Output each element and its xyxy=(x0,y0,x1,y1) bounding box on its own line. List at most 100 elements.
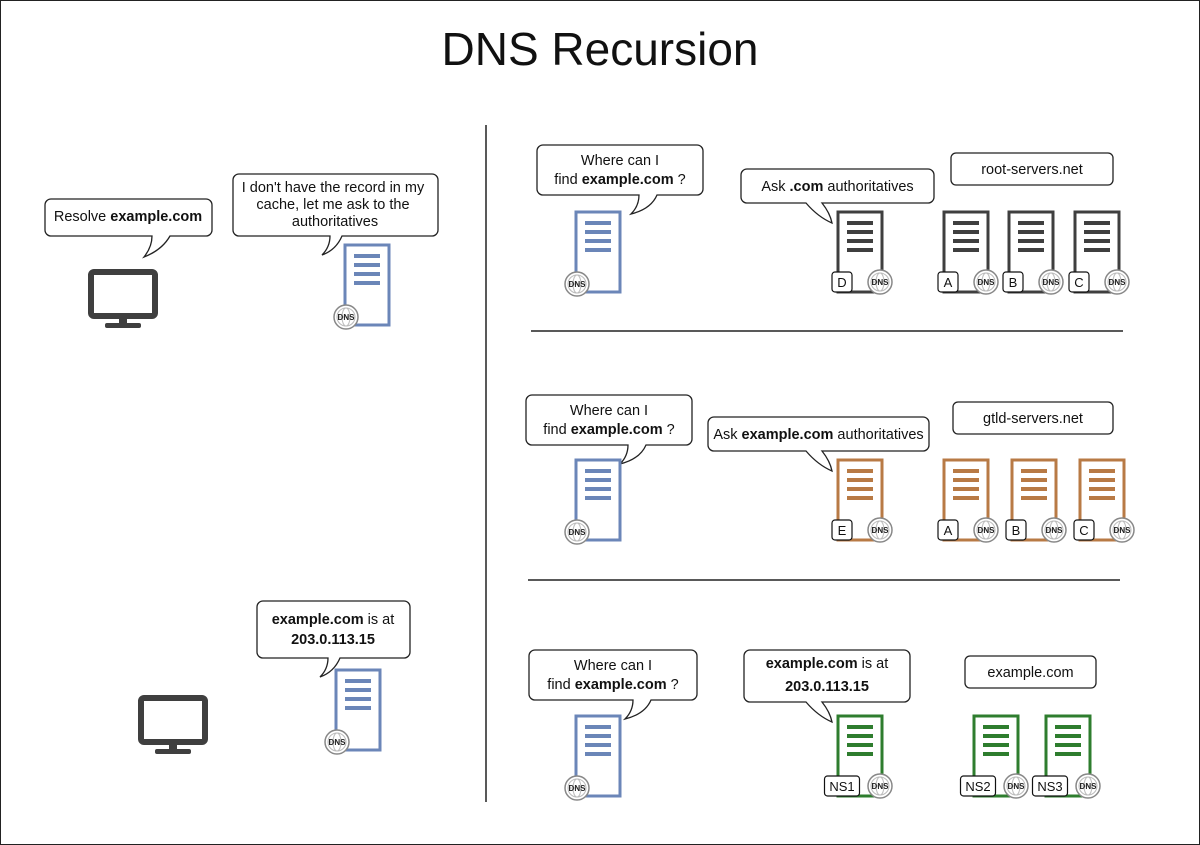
answer-domain: example.com xyxy=(272,612,364,628)
question-line-1: Where can I xyxy=(574,658,652,674)
dns-badge-label: DNS xyxy=(569,280,587,289)
resolver-server-icon: DNS xyxy=(333,243,391,330)
group-server-icon-c: DNS C xyxy=(1073,458,1135,543)
dns-globe-icon: DNS xyxy=(867,773,893,799)
resolve-domain: example.com xyxy=(110,209,202,225)
server-tag: NS2 xyxy=(965,779,990,794)
dns-globe-icon: DNS xyxy=(1104,269,1130,295)
dns-globe-icon: DNS xyxy=(1003,773,1029,799)
section-1: Where can I find example.com ? Ask .com au… xyxy=(536,144,1130,297)
dns-badge-label: DNS xyxy=(569,528,587,537)
reply-line-1: example.com is at xyxy=(766,656,889,672)
reply-bubble: Ask .com authoritatives xyxy=(740,168,935,225)
client-computer-icon-2 xyxy=(138,695,208,754)
question-line-1: Where can I xyxy=(570,403,648,419)
dns-globe-icon: DNS xyxy=(1109,517,1135,543)
reply-text: Ask .com authoritatives xyxy=(761,179,913,195)
dns-badge-label: DNS xyxy=(1046,526,1064,535)
reply-ip: 203.0.113.15 xyxy=(785,679,869,695)
dns-globe-icon: DNS xyxy=(1038,269,1064,295)
reply-server-icon: DNS E xyxy=(831,458,893,543)
cache-line-2: cache, let me ask to the xyxy=(256,197,409,213)
svg-text:I don't have the record in my: I don't have the record in my cache, let… xyxy=(242,180,429,230)
group-server-icon-a: DNS A xyxy=(937,458,999,543)
reply-bubble: example.com is at 203.0.113.15 xyxy=(743,649,911,724)
dns-badge-label: DNS xyxy=(1109,278,1127,287)
group-label-text: root-servers.net xyxy=(981,162,1083,178)
svg-text:Resolve example.com: Resolve example.com xyxy=(54,209,202,225)
server-group-label: example.com xyxy=(964,655,1097,689)
dns-globe-icon: DNS xyxy=(333,304,359,330)
dns-badge-label: DNS xyxy=(872,278,890,287)
group-server-icon-a: DNS A xyxy=(937,210,999,295)
dns-badge-label: DNS xyxy=(1080,782,1098,791)
dns-globe-icon: DNS xyxy=(1041,517,1067,543)
dns-badge-label: DNS xyxy=(978,278,996,287)
cache-line-1: I don't have the record in my xyxy=(242,180,425,196)
dns-globe-icon: DNS xyxy=(564,519,590,545)
resolve-bubble: Resolve example.com xyxy=(44,198,213,259)
section-3: Where can I find example.com ? example.com… xyxy=(528,649,1101,801)
resolver-server-icon: DNS xyxy=(564,458,622,545)
cache-line-3: authoritatives xyxy=(292,214,378,230)
question-bubble: Where can I find example.com ? xyxy=(525,394,693,466)
dns-globe-icon: DNS xyxy=(973,269,999,295)
client-computer-icon xyxy=(88,269,158,328)
question-line-2: find example.com ? xyxy=(554,172,685,188)
dns-badge-label: DNS xyxy=(1114,526,1132,535)
server-tag: E xyxy=(838,523,847,538)
server-tag: B xyxy=(1009,275,1018,290)
dns-badge-label: DNS xyxy=(872,782,890,791)
question-line-2: find example.com ? xyxy=(543,422,674,438)
group-server-icon-ns2: DNS NS2 xyxy=(959,714,1029,799)
cache-bubble: I don't have the record in my cache, let… xyxy=(232,173,439,256)
question-bubble: Where can I find example.com ? xyxy=(528,649,698,721)
question-bubble: Where can I find example.com ? xyxy=(536,144,704,216)
question-line-1: Where can I xyxy=(581,153,659,169)
group-label-text: gtld-servers.net xyxy=(983,411,1083,427)
resolver-server-icon: DNS xyxy=(564,714,622,801)
dns-globe-icon: DNS xyxy=(324,729,350,755)
group-label-text: example.com xyxy=(987,665,1073,681)
dns-badge-label: DNS xyxy=(338,313,356,322)
group-server-icon-c: DNS C xyxy=(1068,210,1130,295)
server-group-label: root-servers.net xyxy=(950,152,1114,186)
dns-badge-label: DNS xyxy=(1043,278,1061,287)
dns-badge-label: DNS xyxy=(872,526,890,535)
dns-globe-icon: DNS xyxy=(1075,773,1101,799)
server-tag: C xyxy=(1074,275,1083,290)
resolver-server-icon-2: DNS xyxy=(324,668,382,755)
page-title: DNS Recursion xyxy=(441,23,759,75)
server-tag: NS1 xyxy=(829,779,854,794)
server-tag: B xyxy=(1012,523,1021,538)
svg-text:example.com is at: example.com is at xyxy=(272,612,395,628)
server-tag: C xyxy=(1079,523,1088,538)
dns-badge-label: DNS xyxy=(569,784,587,793)
dns-badge-label: DNS xyxy=(329,738,347,747)
dns-globe-icon: DNS xyxy=(867,517,893,543)
dns-badge-label: DNS xyxy=(1008,782,1026,791)
answer-text: is at xyxy=(364,612,395,628)
question-line-2: find example.com ? xyxy=(547,677,678,693)
section-2: Where can I find example.com ? Ask example… xyxy=(525,394,1135,545)
server-tag: NS3 xyxy=(1037,779,1062,794)
server-tag: A xyxy=(944,275,953,290)
server-tag: A xyxy=(944,523,953,538)
answer-ip: 203.0.113.15 xyxy=(291,632,375,648)
dns-globe-icon: DNS xyxy=(564,775,590,801)
dns-globe-icon: DNS xyxy=(973,517,999,543)
answer-bubble: example.com is at 203.0.113.15 xyxy=(256,600,411,678)
dns-globe-icon: DNS xyxy=(867,269,893,295)
reply-server-icon: DNS NS1 xyxy=(823,714,893,799)
dns-badge-label: DNS xyxy=(978,526,996,535)
server-group-label: gtld-servers.net xyxy=(952,401,1114,435)
resolve-text: Resolve xyxy=(54,209,110,225)
group-server-icon-ns3: DNS NS3 xyxy=(1031,714,1101,799)
dns-globe-icon: DNS xyxy=(564,271,590,297)
group-server-icon-b: DNS B xyxy=(1002,210,1064,295)
reply-bubble: Ask example.com authoritatives xyxy=(707,416,930,473)
group-server-icon-b: DNS B xyxy=(1005,458,1067,543)
resolver-server-icon: DNS xyxy=(564,210,622,297)
